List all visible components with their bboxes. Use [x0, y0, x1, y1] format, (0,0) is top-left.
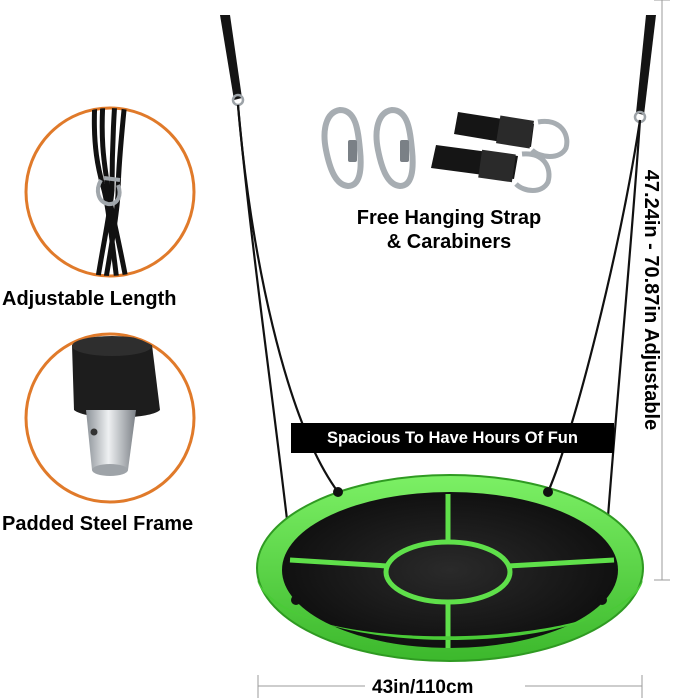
rope-adjuster-icon [24, 106, 196, 278]
carabiner-icon [373, 106, 416, 190]
height-dimension-line [654, 0, 670, 581]
free-strap-label-line2: & Carabiners [386, 231, 512, 253]
hanging-strap-icon [454, 112, 570, 159]
spacious-banner: Spacious To Have Hours Of Fun [291, 423, 614, 453]
padded-steel-frame-label: Padded Steel Frame [2, 513, 194, 535]
free-strap-label: Free Hanging Strap & Carabiners [335, 206, 563, 254]
swing-seat [256, 474, 644, 662]
adjustable-length-label: Adjustable Length [2, 288, 177, 310]
width-dimension-line [257, 675, 643, 698]
padded-steel-pipe-icon [24, 332, 196, 504]
free-strap-label-line1: Free Hanging Strap [356, 207, 542, 229]
hanging-strap-icon [431, 145, 552, 193]
swing-top-straps [220, 15, 656, 124]
height-dimension-label: 47.24in - 70.87in Adjustable [640, 169, 662, 431]
carabiner-icon [321, 106, 364, 190]
width-dimension-label: 43in/110cm [372, 677, 474, 698]
